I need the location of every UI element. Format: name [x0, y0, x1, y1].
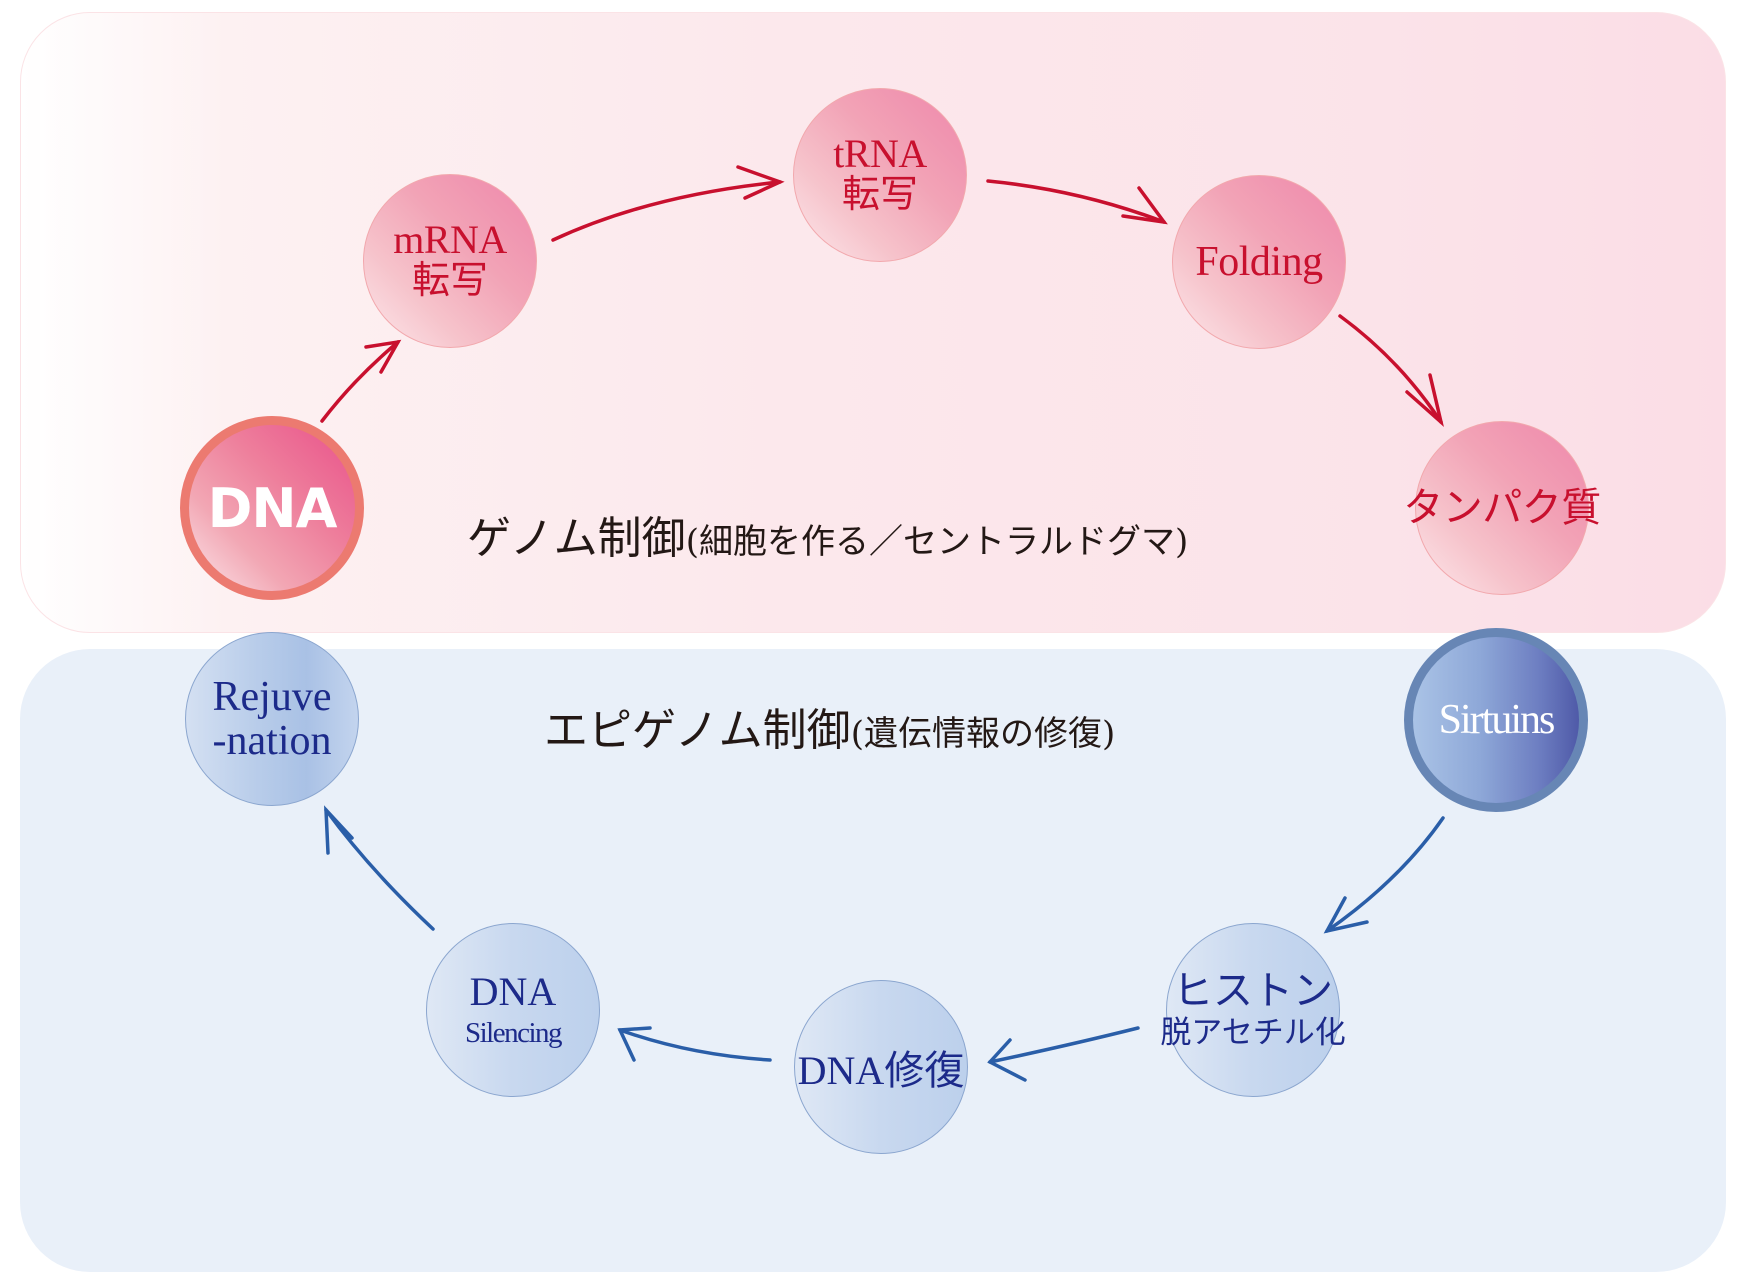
node-sublabel: Silencing	[464, 1017, 563, 1049]
arrow-folding-to-protein	[1338, 314, 1443, 424]
node-label: Rejuve	[212, 674, 332, 720]
arrow-repair-to-silencing	[618, 1028, 772, 1062]
node-rejuvenation: Rejuve -nation	[185, 632, 359, 806]
node-label: タンパク質	[1403, 485, 1601, 530]
node-folding: Folding	[1172, 175, 1346, 349]
node-trna-transcription: tRNA 転写	[793, 88, 967, 262]
arrow-silencing-to-rejuvenation	[324, 808, 435, 931]
node-label: DNA	[207, 476, 338, 540]
node-sublabel: -nation	[212, 718, 332, 764]
node-histone-deacetylation: ヒストン 脱アセチル化	[1160, 923, 1346, 1097]
arrowhead-mrna-to-trna	[736, 165, 785, 200]
arrowhead-sirtuins-to-histone	[1323, 896, 1369, 934]
node-label: mRNA	[393, 217, 507, 262]
epigenome-title-sub: (遺伝情報の修復)	[850, 714, 1116, 754]
node-mrna-transcription: mRNA 転写	[363, 174, 537, 348]
arrow-trna-to-folding	[986, 179, 1166, 224]
genome-section-title: ゲノム制御(細胞を作る／セントラルドグマ)	[467, 502, 1188, 566]
arrow-mrna-to-trna	[551, 180, 782, 242]
arrow-sirtuins-to-histone	[1325, 816, 1445, 933]
epigenome-section-title: エピゲノム制御(遺伝情報の修復)	[544, 694, 1115, 758]
node-dna-silencing: DNA Silencing	[426, 923, 600, 1097]
node-dna: DNA	[180, 416, 364, 600]
node-label: Sirtuins	[1438, 697, 1556, 743]
node-label: DNA	[469, 969, 557, 1014]
node-protein: タンパク質	[1403, 421, 1601, 595]
arrowhead-trna-to-folding	[1121, 186, 1168, 225]
arrowhead-repair-to-silencing	[617, 1026, 652, 1062]
arrow-dna-to-mrna	[320, 340, 400, 423]
node-label: tRNA	[833, 131, 927, 176]
node-label: DNA修復	[797, 1048, 965, 1093]
genome-title-sub: (細胞を作る／セントラルドグマ)	[685, 522, 1189, 562]
arrowhead-dna-to-mrna	[364, 339, 402, 374]
node-label: Folding	[1195, 239, 1323, 285]
node-dna-repair: DNA修復	[794, 980, 968, 1154]
node-label: ヒストン	[1173, 968, 1333, 1013]
arrowhead-histone-to-repair	[987, 1038, 1027, 1082]
node-sublabel: 転写	[411, 260, 488, 302]
genome-title-main: ゲノム制御	[467, 513, 686, 564]
arrowhead-silencing-to-rejuvenation	[324, 805, 354, 855]
epigenome-title-main: エピゲノム制御	[544, 705, 851, 756]
arrow-histone-to-repair	[988, 1026, 1140, 1064]
arrowhead-folding-to-protein	[1405, 373, 1444, 427]
node-sirtuins: Sirtuins	[1404, 628, 1588, 812]
node-sublabel: 転写	[841, 174, 918, 216]
node-sublabel: 脱アセチル化	[1160, 1015, 1346, 1050]
